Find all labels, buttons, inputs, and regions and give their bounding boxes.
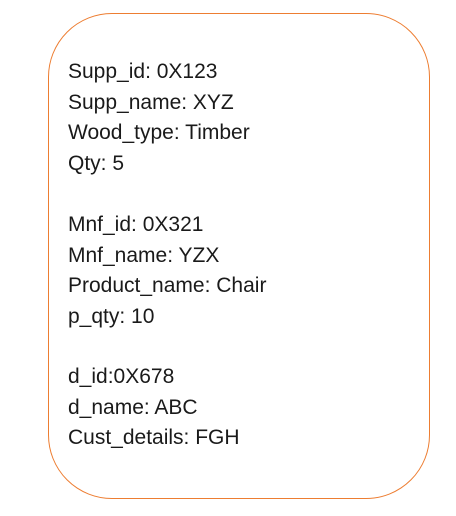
p-qty-text: p_qty: 10 <box>68 304 155 328</box>
d-id-text: d_id:0X678 <box>68 365 175 388</box>
wood-type-text: Wood_type: Timber <box>68 121 250 144</box>
manufacturer-block: Mnf_id: 0X321 Mnf_name: YZX Product_name… <box>68 210 266 332</box>
d-name-text: d_name: ABC <box>68 395 198 419</box>
mnf-id-text: Mnf_id: 0X321 <box>68 213 204 236</box>
product-name-text: Product_name: Chair <box>68 274 267 297</box>
qty-text: Qty: 5 <box>68 151 125 175</box>
supp-id-text: Supp_id: 0X123 <box>68 60 218 83</box>
cust-details-text: Cust_details: FGH <box>68 426 240 449</box>
supplier-block: Supp_id: 0X123 Supp_name: XYZ Wood_type:… <box>68 57 250 179</box>
mnf-name-text: Mnf_name: YZX <box>68 243 220 267</box>
supp-name-text: Supp_name: XYZ <box>68 90 234 114</box>
distributor-block: d_id:0X678 d_name: ABC Cust_details: FGH <box>68 362 240 454</box>
record-card <box>48 13 430 499</box>
